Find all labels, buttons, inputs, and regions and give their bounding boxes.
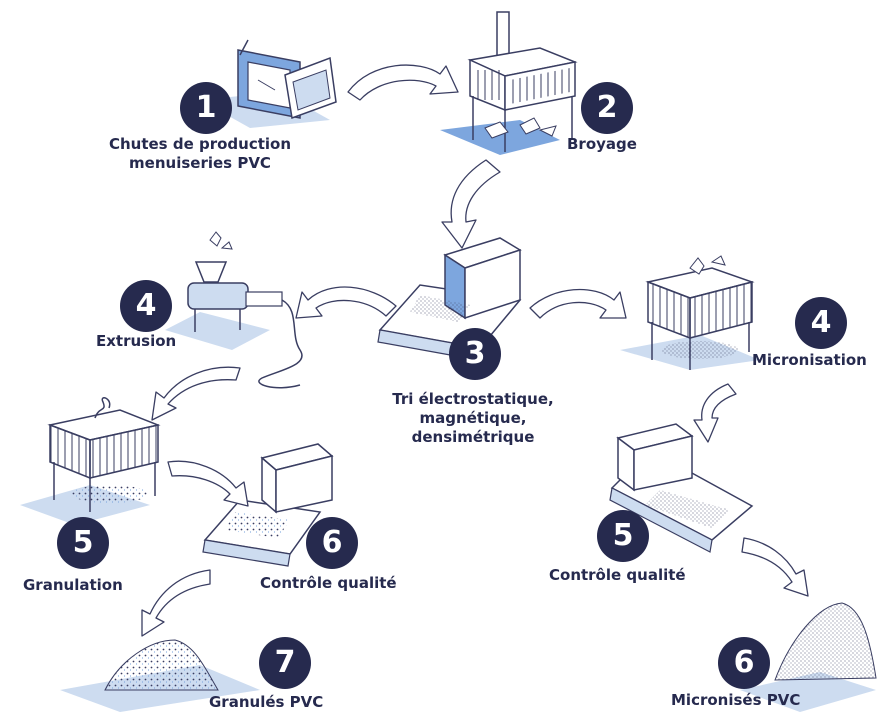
step-label-2: Broyage xyxy=(567,135,637,153)
window-scraps-icon xyxy=(200,39,337,128)
arrow-1-to-2 xyxy=(347,64,459,101)
step-badge-granulation: 5 xyxy=(57,517,109,569)
arrow-2-to-3 xyxy=(441,159,501,249)
shredder-machine-icon xyxy=(440,11,578,155)
arrow-3-to-extrusion xyxy=(295,286,397,319)
step-label-3-line-2: magnétique, xyxy=(419,409,527,427)
step-label-micronised: Micronisés PVC xyxy=(671,691,801,709)
quality-control-conveyor-icon xyxy=(202,443,334,567)
step-label-granulation: Granulation xyxy=(23,576,123,594)
step-label-1-line-2: menuiseries PVC xyxy=(129,154,271,172)
arrow-control-to-granules xyxy=(141,569,211,637)
step-badge-granules: 7 xyxy=(259,637,311,689)
step-badge-2: 2 xyxy=(581,82,633,134)
step-badge-extrusion: 4 xyxy=(120,280,172,332)
arrow-micronisation-to-control xyxy=(693,383,737,443)
micronised-powder-pile-icon xyxy=(740,602,877,712)
step-label-3-line-1: Tri électrostatique, xyxy=(392,390,554,408)
step-label-control-right: Contrôle qualité xyxy=(549,566,686,584)
step-label-control-left: Contrôle qualité xyxy=(260,574,397,592)
step-badge-micronisation: 4 xyxy=(795,297,847,349)
flow-arrows xyxy=(141,64,809,637)
step-label-extrusion: Extrusion xyxy=(96,332,177,350)
sorting-conveyor-icon xyxy=(377,237,522,361)
step-badge-control-right: 5 xyxy=(597,510,649,562)
step-badge-control-left: 6 xyxy=(306,517,358,569)
quality-control-conveyor-icon xyxy=(609,423,754,553)
arrow-extrusion-to-granulation xyxy=(151,366,241,421)
step-badge-1: 1 xyxy=(180,82,232,134)
step-label-3: Tri électrostatique, magnétique, densimé… xyxy=(392,390,553,447)
granulator-machine-icon xyxy=(20,397,161,525)
step-label-1-line-1: Chutes de production xyxy=(108,135,292,153)
micronizer-machine-icon xyxy=(620,255,760,370)
step-badge-micronised: 6 xyxy=(718,637,770,689)
granules-pile-icon xyxy=(60,639,260,712)
step-label-micronisation: Micronisation xyxy=(752,351,867,369)
step-label-1: Chutes de production menuiseries PVC xyxy=(109,135,291,173)
arrow-3-to-micronisation xyxy=(529,288,627,319)
step-badge-3: 3 xyxy=(449,328,501,380)
arrow-control-to-micronised xyxy=(741,537,809,597)
step-label-granules: Granulés PVC xyxy=(209,693,324,711)
extruder-icon xyxy=(165,231,303,389)
step-label-3-line-3: densimétrique xyxy=(411,428,535,446)
arrow-granulation-to-control xyxy=(167,460,249,507)
